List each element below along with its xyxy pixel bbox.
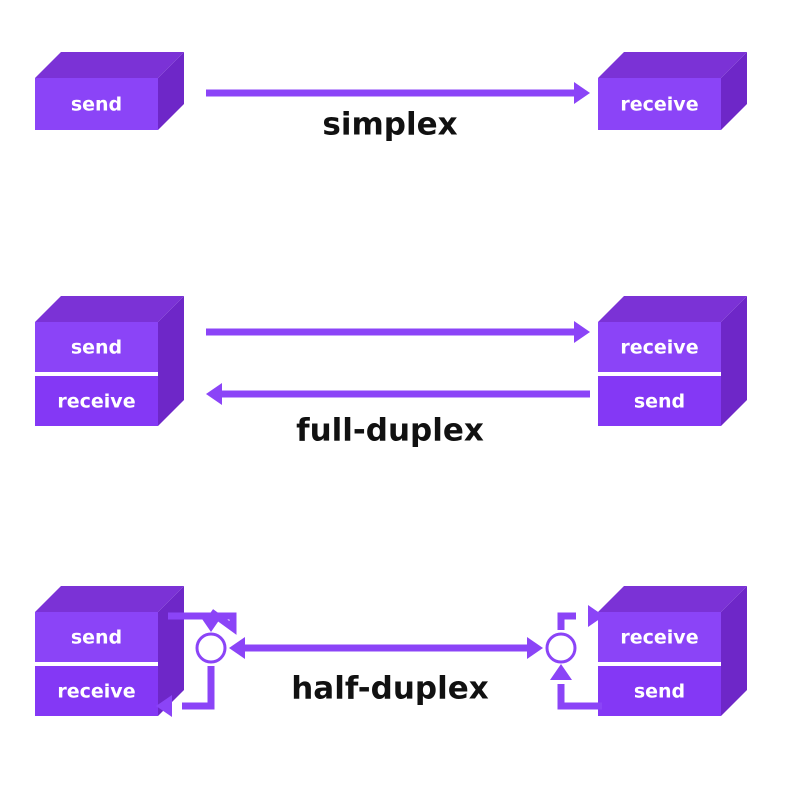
section-half-duplex: send receive receive send half-duplex: [35, 586, 747, 717]
half-duplex-right-send-to-switch: [550, 664, 572, 680]
right-box-tier-face: [598, 612, 721, 662]
right-box-tier-label: send: [634, 391, 685, 413]
left-left-node-group: send receive: [35, 296, 184, 426]
right-box-tier-label: receive: [620, 627, 698, 649]
elbow-connector: [182, 666, 215, 710]
half-duplex-left-send-to-switch: [200, 616, 222, 632]
left-box-tier-face: [35, 612, 158, 662]
right-box-side-face: [721, 586, 747, 716]
right-box-top-face: [598, 586, 747, 612]
left-box-tier-label: send: [71, 94, 122, 116]
left-box-top-face: [35, 586, 184, 612]
arrow-head-left: [206, 383, 222, 405]
section-full-duplex: send receive receive send full-duplex: [35, 296, 747, 449]
left-left-node-group: send receive: [35, 586, 184, 716]
left-box-tier-face: [35, 376, 158, 426]
half-duplex-mode-label: half-duplex: [291, 671, 489, 707]
left-box-tier-face: [35, 78, 158, 130]
right-box-tier-face: [598, 666, 721, 716]
section-simplex: send receive simplex: [35, 52, 747, 143]
elbow-connector: [557, 684, 602, 710]
arrow-head-left: [229, 637, 245, 659]
right-right-node-group: receive send: [598, 586, 747, 716]
right-box-top-face: [598, 52, 747, 78]
full-duplex-reverse-arrow: [206, 383, 590, 405]
half-duplex-shared-link-arrow: [229, 637, 543, 659]
full-duplex-forward-arrow: [206, 321, 590, 343]
simplex-simplex-arrow: [206, 82, 590, 104]
left-box-tier-face: [35, 666, 158, 716]
right-box-tier-label: receive: [620, 94, 698, 116]
simplex-mode-label: simplex: [322, 107, 457, 143]
right-box-tier-face: [598, 376, 721, 426]
right-right-node-group: receive: [598, 52, 747, 130]
half-duplex-left-switch[interactable]: [195, 632, 227, 664]
left-box-tier-label: send: [71, 337, 122, 359]
right-box-top-face: [598, 296, 747, 322]
left-box-tier-label: receive: [57, 681, 135, 703]
half-duplex-switch-to-right-receive: [588, 605, 604, 627]
left-left-node-group: send: [35, 52, 184, 130]
right-box-tier-face: [598, 78, 721, 130]
left-box-side-face: [158, 296, 184, 426]
left-box-tier-label: receive: [57, 391, 135, 413]
right-box-tier-face: [598, 322, 721, 372]
left-box-tier-label: send: [71, 627, 122, 649]
right-right-node-group: receive send: [598, 296, 747, 426]
right-box-side-face: [721, 296, 747, 426]
left-box-tier-face: [35, 322, 158, 372]
arrow-head-right: [574, 321, 590, 343]
left-box-top-face: [35, 296, 184, 322]
right-box-tier-label: receive: [620, 337, 698, 359]
arrow-head-right: [527, 637, 543, 659]
half-duplex-switch-to-left-receive: [156, 695, 172, 717]
full-duplex-mode-label: full-duplex: [296, 413, 484, 449]
left-box-top-face: [35, 52, 184, 78]
elbow-connector: [557, 612, 576, 630]
half-duplex-right-switch[interactable]: [545, 632, 577, 664]
right-box-tier-label: send: [634, 681, 685, 703]
arrow-head-right: [574, 82, 590, 104]
